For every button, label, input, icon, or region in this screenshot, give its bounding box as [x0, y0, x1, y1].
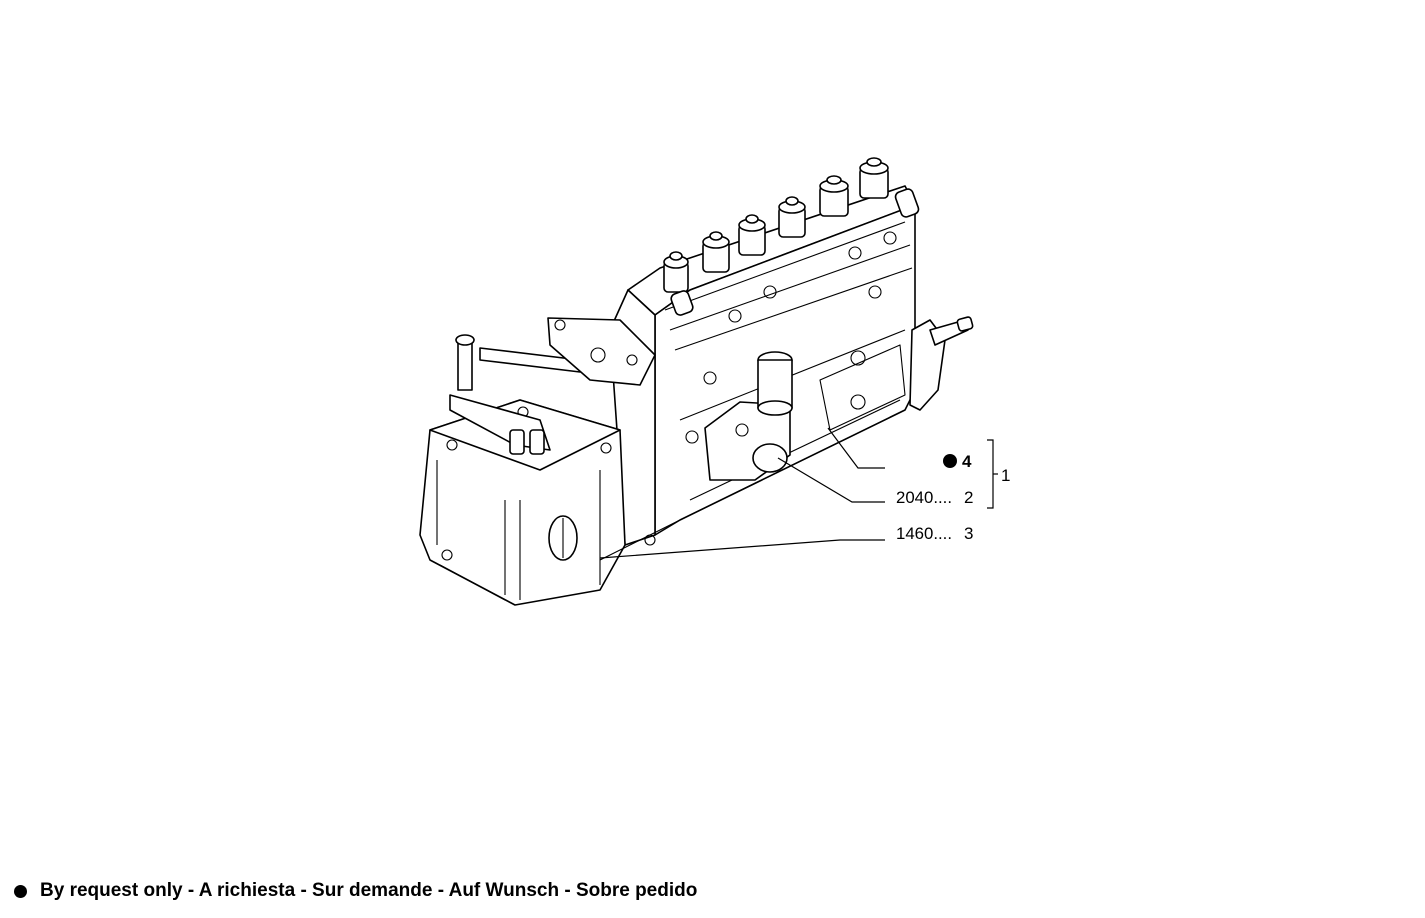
group-ref: 1: [1001, 466, 1010, 485]
callout-item3: 1460.... 3: [896, 524, 973, 543]
item3-part-number: 1460....: [896, 524, 952, 543]
callout-item4: 4: [943, 452, 972, 471]
drive-end-flange: [909, 316, 974, 411]
bleed-screw-fittings: [670, 188, 920, 316]
legend-footnote: By request only - A richiesta - Sur dema…: [14, 880, 697, 902]
control-lever-linkage: [449, 317, 656, 455]
delivery-valve-holders: [663, 157, 889, 293]
item2-ref: 2: [964, 488, 973, 507]
feed-pump: [704, 351, 793, 481]
item4-ref: 4: [962, 452, 972, 471]
callout-group: 1: [1001, 466, 1010, 485]
callout-item2: 2040.... 2: [896, 488, 973, 507]
by-request-marker-icon: [943, 454, 957, 468]
injection-pump-illustration: [419, 157, 974, 606]
item3-ref: 3: [964, 524, 973, 543]
leader-item3: [599, 539, 885, 559]
leader-item2: [777, 457, 885, 503]
legend-text: By request only - A richiesta - Sur dema…: [40, 880, 698, 901]
leader-item4: [827, 427, 885, 469]
item2-part-number: 2040....: [896, 488, 952, 507]
by-request-legend-icon: [14, 884, 27, 898]
group-bracket: [987, 439, 998, 509]
leader-lines: [599, 427, 885, 559]
